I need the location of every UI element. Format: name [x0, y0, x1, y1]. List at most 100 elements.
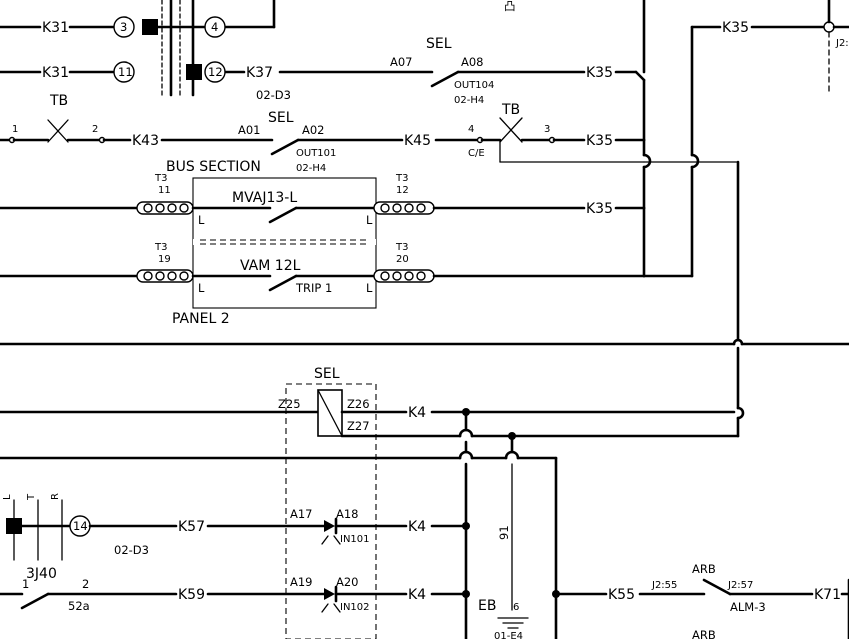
label-eb: EB	[478, 598, 496, 614]
t3-d: T3	[395, 242, 408, 253]
terminal-block-black	[142, 19, 158, 35]
diode-a17-label: A17	[290, 507, 313, 521]
diode-in101: IN101	[340, 534, 370, 545]
t3-12: 12	[396, 185, 409, 196]
wire-label-k59: K59	[178, 587, 205, 603]
diode-a20-label: A20	[336, 575, 359, 589]
terminal-j2	[823, 21, 835, 33]
label-ce: C/E	[468, 148, 485, 159]
ref-02-h4-b: 02-H4	[296, 163, 326, 174]
row-tb: 1 TB 2 K43 SEL A01 A02 OUT101 02-H4 K45 …	[0, 93, 646, 174]
ref-02-d3-b: 02-D3	[114, 543, 149, 557]
diode-a19-label: A19	[290, 575, 313, 589]
label-j2: J2:	[835, 38, 849, 49]
diode-a18-label: A18	[336, 507, 359, 521]
relay-z25: Z25	[278, 397, 301, 411]
label-vam12: VAM 12L	[240, 258, 301, 274]
panel-l3: L	[198, 281, 205, 295]
node-11	[113, 61, 135, 83]
node-14-label: 14	[73, 519, 88, 533]
wire-label-k71: K71	[814, 587, 841, 603]
label-01-e4: 01-E4	[494, 631, 523, 639]
ref-02-h4-a: 02-H4	[454, 95, 484, 106]
wire-label-k4-3: K4	[408, 587, 426, 603]
relay-sel: SEL	[314, 366, 340, 382]
t3-19: 19	[158, 254, 171, 265]
contact-sel-2: SEL	[268, 110, 294, 126]
node-3-label: 3	[120, 20, 127, 34]
diode-a17	[324, 520, 335, 532]
label-alm-3: ALM-3	[730, 600, 766, 614]
label-arb: ARB	[692, 562, 716, 576]
wire-label-k4-1: K4	[408, 405, 426, 421]
contact-a08: A08	[461, 55, 484, 69]
label-panel-2: PANEL 2	[172, 311, 230, 327]
diode-in102: IN102	[340, 602, 370, 613]
relay-z26: Z26	[347, 397, 370, 411]
terminal-block-black-3	[6, 518, 22, 534]
tb-r4: 4	[468, 124, 474, 135]
wire-label-k35-1: K35	[586, 65, 613, 81]
wire-label-k4-2: K4	[408, 519, 426, 535]
t3-c: T3	[154, 242, 167, 253]
tb-left: TB	[49, 93, 68, 109]
label-j2-57: J2:57	[727, 580, 753, 591]
row-k59: 3J40 1 2 52a K59 A19 A20 IN102 K4	[0, 566, 470, 613]
switch-52a: 52a	[68, 599, 90, 613]
wire-label-k35-2: K35	[586, 133, 613, 149]
label-eb-6: 6	[513, 602, 519, 613]
panel-l2: L	[366, 213, 373, 227]
contact-out101: OUT101	[296, 148, 336, 159]
sel-relay: SEL Z25 Z26 Z27 K4	[0, 366, 740, 639]
tb-l1: 1	[12, 124, 18, 135]
label-mvaj13: MVAJ13-L	[232, 190, 297, 206]
t3-a: T3	[154, 173, 167, 184]
label-j2-55: J2:55	[651, 580, 677, 591]
wire-label-k35-3: K35	[586, 201, 613, 217]
node-12-label: 12	[208, 65, 223, 79]
tb-right: TB	[501, 102, 520, 118]
label-r: R	[50, 493, 61, 500]
node-3	[113, 16, 135, 38]
tb-r3: 3	[544, 124, 550, 135]
diode-a19	[324, 588, 335, 600]
wire-label-k43: K43	[132, 133, 159, 149]
label-l: L	[2, 494, 13, 500]
row-k57: 14 02-D3 K57 A17 A18 IN101 K4	[20, 507, 470, 557]
label-91: 91	[497, 525, 511, 540]
wire-label-k31-b: K31	[42, 65, 69, 81]
label-arb-2: ARB	[692, 628, 716, 639]
wire-label-k37: K37	[246, 65, 273, 81]
tb-l2: 2	[92, 124, 98, 135]
node-4-label: 4	[211, 20, 218, 34]
row-k55: K55 ARB J2:55 J2:57 ALM-3 K71 ARB	[552, 562, 849, 639]
t3-20: 20	[396, 254, 409, 265]
glyph-top: 凸	[504, 0, 516, 13]
switch-3j40: 3J40	[26, 566, 57, 582]
ref-02-d3-a: 02-D3	[256, 88, 291, 102]
t3-11: 11	[158, 185, 171, 196]
contact-a07: A07	[390, 55, 413, 69]
contact-a02: A02	[302, 123, 325, 137]
bus-section-panel: BUS SECTION T3 11 MVAJ13-L L L T3 12 K35…	[0, 159, 646, 327]
wire-label-k31-a: K31	[42, 20, 69, 36]
wire-label-k45: K45	[404, 133, 431, 149]
relay-z27: Z27	[347, 419, 370, 433]
label-bus-section: BUS SECTION	[166, 159, 261, 175]
contact-a01: A01	[238, 123, 261, 137]
node-11-label: 11	[118, 65, 133, 79]
panel-l4: L	[366, 281, 373, 295]
label-t: T	[26, 493, 37, 501]
label-trip: TRIP 1	[295, 281, 332, 295]
contact-sel-1: SEL	[426, 36, 452, 52]
row-k31-top: K31 3 4 K31 11 12 K37 02-D3 SEL A07 A08 …	[0, 0, 638, 106]
wire-label-k35-top: K35	[722, 20, 749, 36]
switch-1: 1	[22, 577, 29, 591]
contact-out104: OUT104	[454, 80, 494, 91]
switch-2: 2	[82, 577, 89, 591]
wire-label-k55: K55	[608, 587, 635, 603]
wire-label-k57: K57	[178, 519, 205, 535]
panel-l1: L	[198, 213, 205, 227]
t3-b: T3	[395, 173, 408, 184]
